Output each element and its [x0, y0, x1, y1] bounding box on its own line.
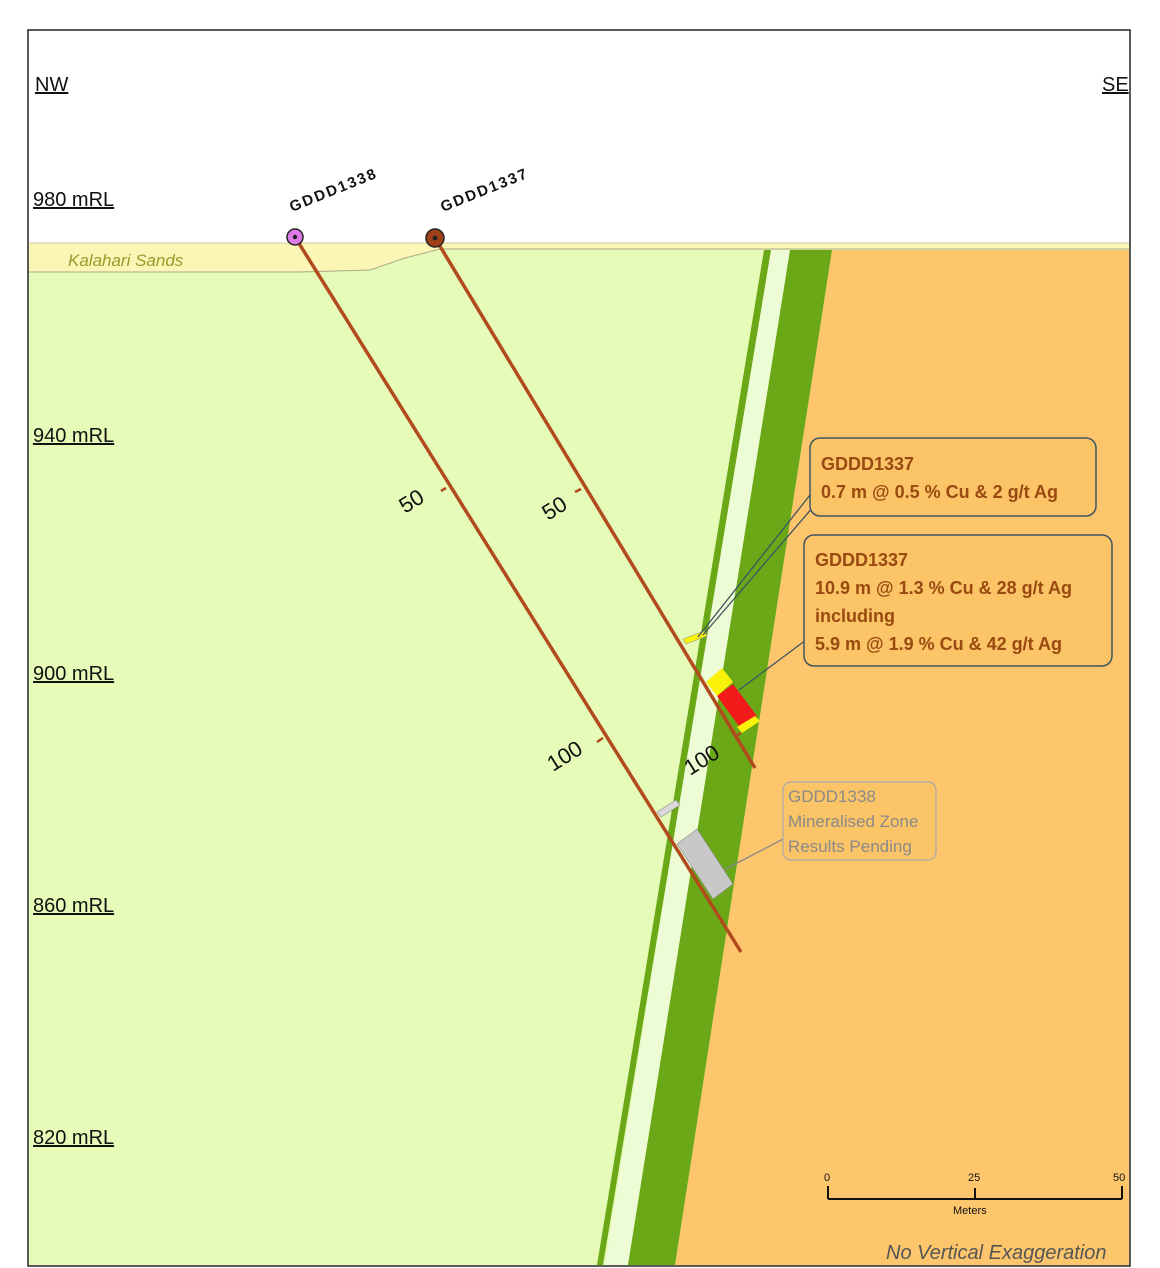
- annotation-a1-title: GDDD1337: [821, 454, 914, 474]
- annotation-a1-line1: 0.7 m @ 0.5 % Cu & 2 g/t Ag: [821, 482, 1058, 502]
- annotation-a2-line3: 5.9 m @ 1.9 % Cu & 42 g/t Ag: [815, 634, 1062, 654]
- drill-trace-gddd1338: [293, 236, 743, 953]
- green-contact-line: [597, 250, 771, 1265]
- interval-low-grade-upper: [706, 668, 733, 696]
- interval-pending-small: [656, 799, 681, 818]
- drill-trace-gddd1337: [433, 237, 757, 769]
- direction-nw: NW: [35, 74, 68, 96]
- interval-low-grade-small: [682, 630, 708, 645]
- exaggeration-note: No Vertical Exaggeration: [886, 1242, 1107, 1264]
- scale-tick-25: 25: [968, 1172, 980, 1184]
- scale-tick-0: 0: [824, 1172, 830, 1184]
- rl-label-940: 940 mRL: [33, 425, 114, 447]
- collar-gddd1337: [425, 228, 445, 248]
- annotation-box-a1: [809, 437, 1097, 517]
- rl-label-860: 860 mRL: [33, 895, 114, 917]
- scale-unit: Meters: [953, 1205, 987, 1217]
- depth-tick-100-gddd1337: [734, 731, 742, 738]
- rl-label-820: 820 mRL: [33, 1127, 114, 1149]
- annotation-box-a3: [782, 781, 937, 861]
- direction-se: SE: [1102, 74, 1129, 96]
- sands-label: Kalahari Sands: [68, 251, 184, 270]
- sands-base-line: [29, 248, 1129, 273]
- light-strip: [605, 250, 790, 1265]
- annotation-a2-title: GDDD1337: [815, 550, 908, 570]
- leader-line-a1-2: [697, 494, 811, 638]
- rl-label-900: 900 mRL: [33, 663, 114, 685]
- scale-tick-50: 50: [1113, 1172, 1125, 1184]
- leader-line-a2: [738, 639, 807, 691]
- annotation-box-a2: [803, 534, 1113, 667]
- collar-gddd1338: [286, 228, 304, 246]
- interval-pending-main: [676, 828, 734, 900]
- green-band: [628, 250, 832, 1265]
- annotation-a3-line2: Results Pending: [788, 837, 912, 856]
- depth-tick-100-gddd1338: [596, 736, 604, 744]
- scale-bar: [827, 1186, 1123, 1200]
- annotation-a2-line2: including: [815, 606, 895, 626]
- annotation-a3-line1: Mineralised Zone: [788, 812, 918, 831]
- interval-high-grade: [717, 684, 757, 729]
- annotation-a2-line1: 10.9 m @ 1.3 % Cu & 28 g/t Ag: [815, 578, 1072, 598]
- interval-low-grade-lower: [737, 716, 760, 733]
- annotation-a3-title: GDDD1338: [788, 787, 876, 806]
- depth-tick-50-gddd1337: [574, 487, 582, 494]
- leader-line-a3: [723, 837, 786, 871]
- depth-tick-50-gddd1338: [440, 486, 447, 493]
- rl-label-980: 980 mRL: [33, 189, 114, 211]
